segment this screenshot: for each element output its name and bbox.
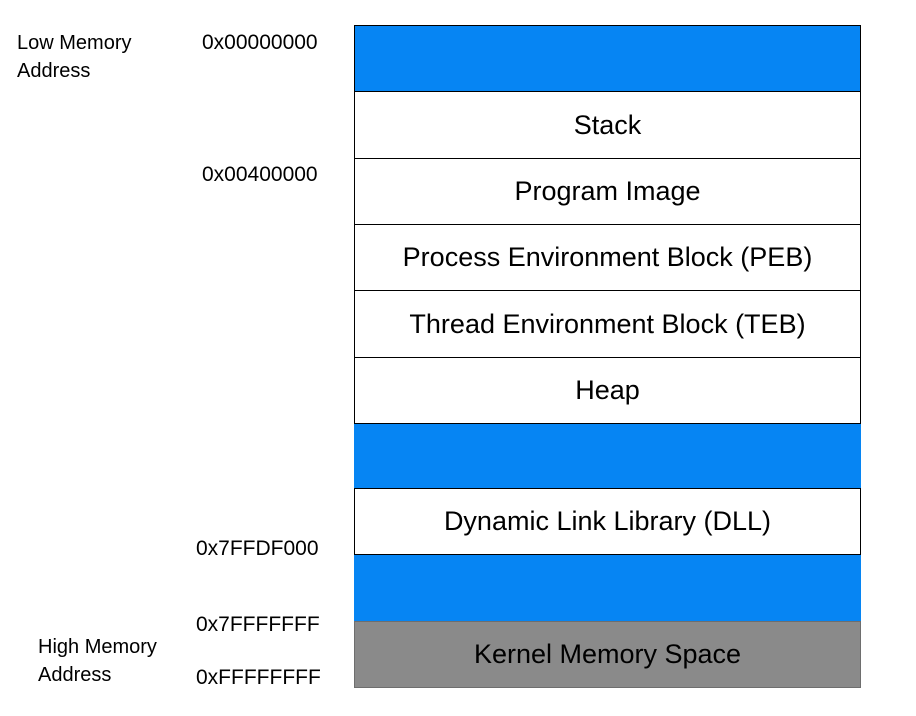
memory-block-heap: Heap	[354, 357, 861, 424]
memory-block-dll: Dynamic Link Library (DLL)	[354, 488, 861, 555]
address-0x7FFFFFFF: 0x7FFFFFFF	[196, 613, 320, 636]
address-0x7FFDF000: 0x7FFDF000	[196, 537, 319, 560]
address-0xFFFFFFFF: 0xFFFFFFFF	[196, 666, 321, 689]
memory-block-peb: Process Environment Block (PEB)	[354, 224, 861, 291]
memory-block-reserved-high	[354, 555, 861, 621]
memory-block-reserved-low	[354, 25, 861, 92]
memory-block-program-image: Program Image	[354, 158, 861, 225]
low-memory-address-line2: Address	[17, 60, 91, 82]
address-0x00000000: 0x00000000	[202, 31, 318, 54]
memory-block-stack-label: Stack	[573, 109, 642, 140]
memory-block-dll-label: Dynamic Link Library (DLL)	[443, 506, 772, 536]
memory-block-teb: Thread Environment Block (TEB)	[354, 290, 861, 358]
memory-block-heap-label: Heap	[575, 375, 640, 405]
high-memory-address-line1: High Memory	[38, 636, 157, 658]
memory-block-stack: Stack	[354, 91, 861, 159]
memory-block-kernel-label: Kernel Memory Space	[473, 639, 742, 669]
low-memory-address-label: Low Memory Address	[17, 29, 131, 85]
high-memory-address-line2: Address	[38, 664, 112, 686]
memory-block-peb-label: Process Environment Block (PEB)	[402, 242, 813, 272]
address-0x00400000: 0x00400000	[202, 163, 318, 186]
low-memory-address-line1: Low Memory	[17, 32, 132, 54]
memory-block-kernel: Kernel Memory Space	[354, 621, 861, 688]
memory-block-program-image-label: Program Image	[514, 176, 701, 206]
memory-block-teb-label: Thread Environment Block (TEB)	[409, 308, 806, 339]
high-memory-address-label: High Memory Address	[38, 633, 157, 689]
memory-block-reserved-mid	[354, 424, 861, 489]
